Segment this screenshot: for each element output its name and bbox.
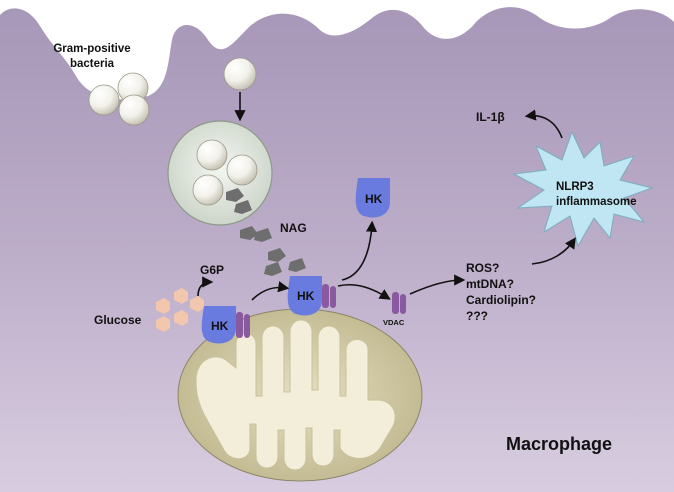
label-g6p: G6P <box>200 263 224 277</box>
nlrp3-inflammasome <box>512 130 654 248</box>
macrophage-cell-body <box>0 7 674 492</box>
bacteria-cluster <box>88 72 150 126</box>
label-cardiolipin: Cardiolipin? <box>466 293 536 307</box>
arrow-hk-release <box>341 220 378 281</box>
bacterium-free <box>223 57 257 91</box>
phagosome <box>167 120 273 226</box>
label-mtdna: mtDNA? <box>466 277 514 291</box>
label-unknown: ??? <box>466 309 488 323</box>
arrow-hk-shift <box>251 281 290 301</box>
arrow-hk-to-vdac <box>337 283 391 300</box>
label-glucose: Glucose <box>94 313 142 327</box>
hk-bound-center <box>287 276 336 316</box>
glucose-molecules <box>156 288 204 332</box>
label-nag: NAG <box>280 221 307 235</box>
arrow-signals-nlrp3 <box>531 237 576 265</box>
label-nlrp3: NLRP3 <box>556 181 594 193</box>
label-vdac: VDAC <box>383 318 405 327</box>
label-hk-released: HK <box>365 192 383 206</box>
label-macrophage: Macrophage <box>506 434 612 454</box>
arrow-nlrp3-il1b <box>524 109 563 139</box>
hk-bound-left <box>201 306 250 344</box>
hk-released <box>355 178 390 218</box>
mitochondrion-cristae <box>195 319 396 471</box>
nag-fragments <box>226 182 378 276</box>
mitochondrion <box>177 308 423 482</box>
label-hk-center: HK <box>297 289 315 303</box>
arrow-glucose-g6p <box>197 276 214 297</box>
label-il1b: IL-1β <box>476 110 505 124</box>
label-bacteria: bacteria <box>70 58 115 70</box>
label-inflammasome: inflammasome <box>556 196 637 208</box>
arrow-vdac-signals <box>409 274 466 295</box>
label-hk-left: HK <box>211 319 229 333</box>
label-gram-positive: Gram-positive <box>53 43 130 55</box>
label-ros: ROS? <box>466 261 499 275</box>
vdac-channel <box>392 292 406 314</box>
arrows <box>197 92 576 301</box>
